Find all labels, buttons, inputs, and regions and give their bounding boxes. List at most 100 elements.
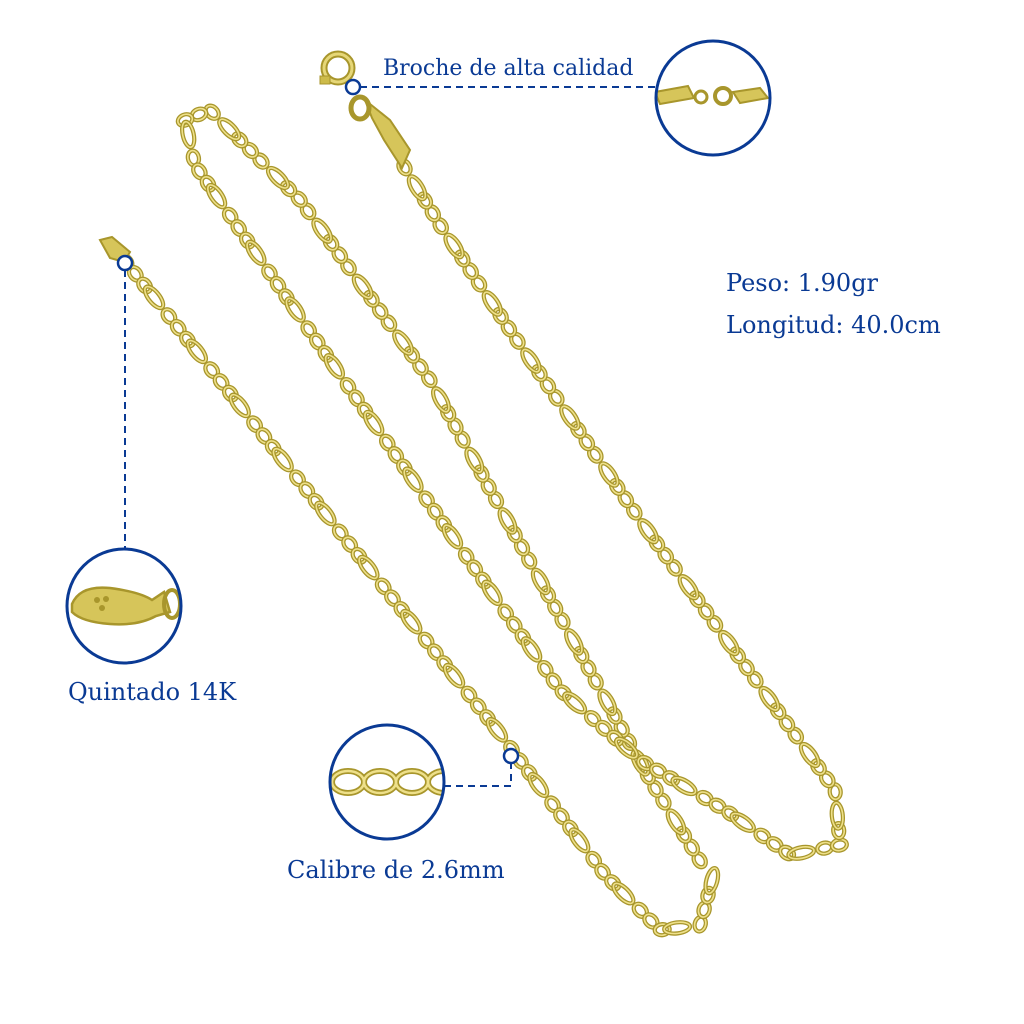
stamp-anchor-dot bbox=[116, 254, 134, 272]
chain-link bbox=[730, 647, 745, 663]
chain-link bbox=[607, 731, 623, 746]
chain-link bbox=[279, 289, 294, 305]
chain-link bbox=[465, 448, 484, 473]
chain-link bbox=[324, 354, 344, 379]
chain-link bbox=[186, 339, 207, 363]
chain-link bbox=[177, 113, 194, 127]
chain-link bbox=[832, 822, 846, 839]
chain-link bbox=[565, 629, 583, 655]
chain-link bbox=[272, 447, 293, 472]
chain-link bbox=[522, 765, 537, 781]
chain-link bbox=[722, 806, 739, 821]
chain-link bbox=[671, 776, 697, 795]
chain-link bbox=[308, 494, 324, 510]
chain-link bbox=[394, 602, 410, 618]
chain-link bbox=[441, 405, 456, 422]
chain-link bbox=[528, 773, 549, 797]
chain-link bbox=[612, 882, 635, 905]
chain-link bbox=[444, 233, 464, 259]
chain-link bbox=[800, 743, 820, 767]
chain-link bbox=[267, 167, 289, 189]
chain-link bbox=[408, 175, 427, 201]
chain-link bbox=[663, 921, 691, 935]
chain-link bbox=[569, 828, 590, 853]
chain-link bbox=[266, 440, 281, 456]
chain-link bbox=[417, 192, 432, 209]
chain-link bbox=[401, 610, 422, 634]
spring-ring-clasp bbox=[319, 50, 412, 171]
chain-link bbox=[690, 591, 705, 607]
chain-link bbox=[229, 393, 250, 417]
chain-link bbox=[599, 462, 619, 487]
chain-link bbox=[437, 656, 452, 672]
chain-link bbox=[180, 332, 195, 348]
chain-link bbox=[432, 387, 450, 413]
chain-link bbox=[521, 348, 541, 373]
chain-link bbox=[811, 759, 826, 775]
chain-link bbox=[663, 771, 679, 786]
gauge-anchor-dot bbox=[502, 747, 520, 765]
chain-link bbox=[653, 923, 671, 937]
chain-link bbox=[560, 405, 580, 430]
chain-link bbox=[181, 120, 196, 149]
clasp-anchor-dot bbox=[344, 78, 362, 96]
chain-link bbox=[393, 330, 413, 355]
chain-link bbox=[532, 365, 547, 381]
chain-link bbox=[598, 689, 617, 715]
chain-link bbox=[352, 274, 373, 299]
chain-link bbox=[442, 524, 462, 549]
chain-link bbox=[281, 181, 296, 196]
chain-link bbox=[571, 422, 586, 438]
chain-link bbox=[480, 710, 495, 726]
chain-link bbox=[223, 386, 238, 402]
chain-link bbox=[285, 297, 305, 322]
chain-link bbox=[144, 285, 164, 309]
chain-link bbox=[787, 846, 815, 860]
chain-link bbox=[678, 575, 699, 600]
chain-link bbox=[730, 812, 755, 832]
chain-link bbox=[364, 411, 384, 435]
stamp-caption: Quintado 14K bbox=[68, 678, 237, 706]
chain-link bbox=[207, 184, 226, 209]
callout-leaders bbox=[124, 86, 656, 787]
chain-link bbox=[444, 664, 464, 688]
callout-anchor-dots bbox=[116, 78, 520, 765]
chain-link bbox=[615, 737, 638, 759]
gauge-caption: Calibre de 2.6mm bbox=[287, 856, 505, 884]
chain-link bbox=[318, 346, 333, 362]
chain-link bbox=[676, 826, 691, 843]
chain-link bbox=[704, 867, 719, 895]
chain-link bbox=[232, 132, 248, 148]
chain-link bbox=[507, 526, 522, 542]
figaro-chain bbox=[117, 103, 849, 938]
chain-link bbox=[563, 820, 578, 837]
chain-link bbox=[532, 568, 550, 594]
chain-link bbox=[358, 556, 379, 580]
chain-link bbox=[563, 692, 586, 714]
clasp-caption: Broche de alta calidad bbox=[383, 56, 634, 81]
chain-link bbox=[364, 291, 379, 307]
gauge-zoom-circle bbox=[328, 723, 446, 841]
chain-link bbox=[351, 548, 367, 564]
chain-link bbox=[555, 685, 571, 701]
chain-link bbox=[474, 465, 489, 482]
chain-link bbox=[240, 232, 255, 249]
clasp-zoom-circle bbox=[654, 39, 772, 157]
chain-link bbox=[137, 277, 152, 294]
chain-link bbox=[397, 459, 412, 476]
chain-link bbox=[218, 118, 240, 140]
chain-link bbox=[482, 580, 502, 605]
chain-link bbox=[521, 637, 542, 662]
chain-link bbox=[574, 647, 589, 663]
chain-link bbox=[605, 875, 621, 891]
chain-link bbox=[607, 707, 622, 724]
chain-link bbox=[246, 240, 266, 265]
chain-link bbox=[315, 501, 336, 526]
weight-caption: Peso: 1.90gr bbox=[726, 269, 879, 297]
chain-link bbox=[498, 508, 517, 534]
chain-link bbox=[486, 718, 507, 742]
chain-link bbox=[610, 479, 625, 495]
chain-link bbox=[666, 809, 686, 835]
chain-link bbox=[759, 687, 779, 711]
